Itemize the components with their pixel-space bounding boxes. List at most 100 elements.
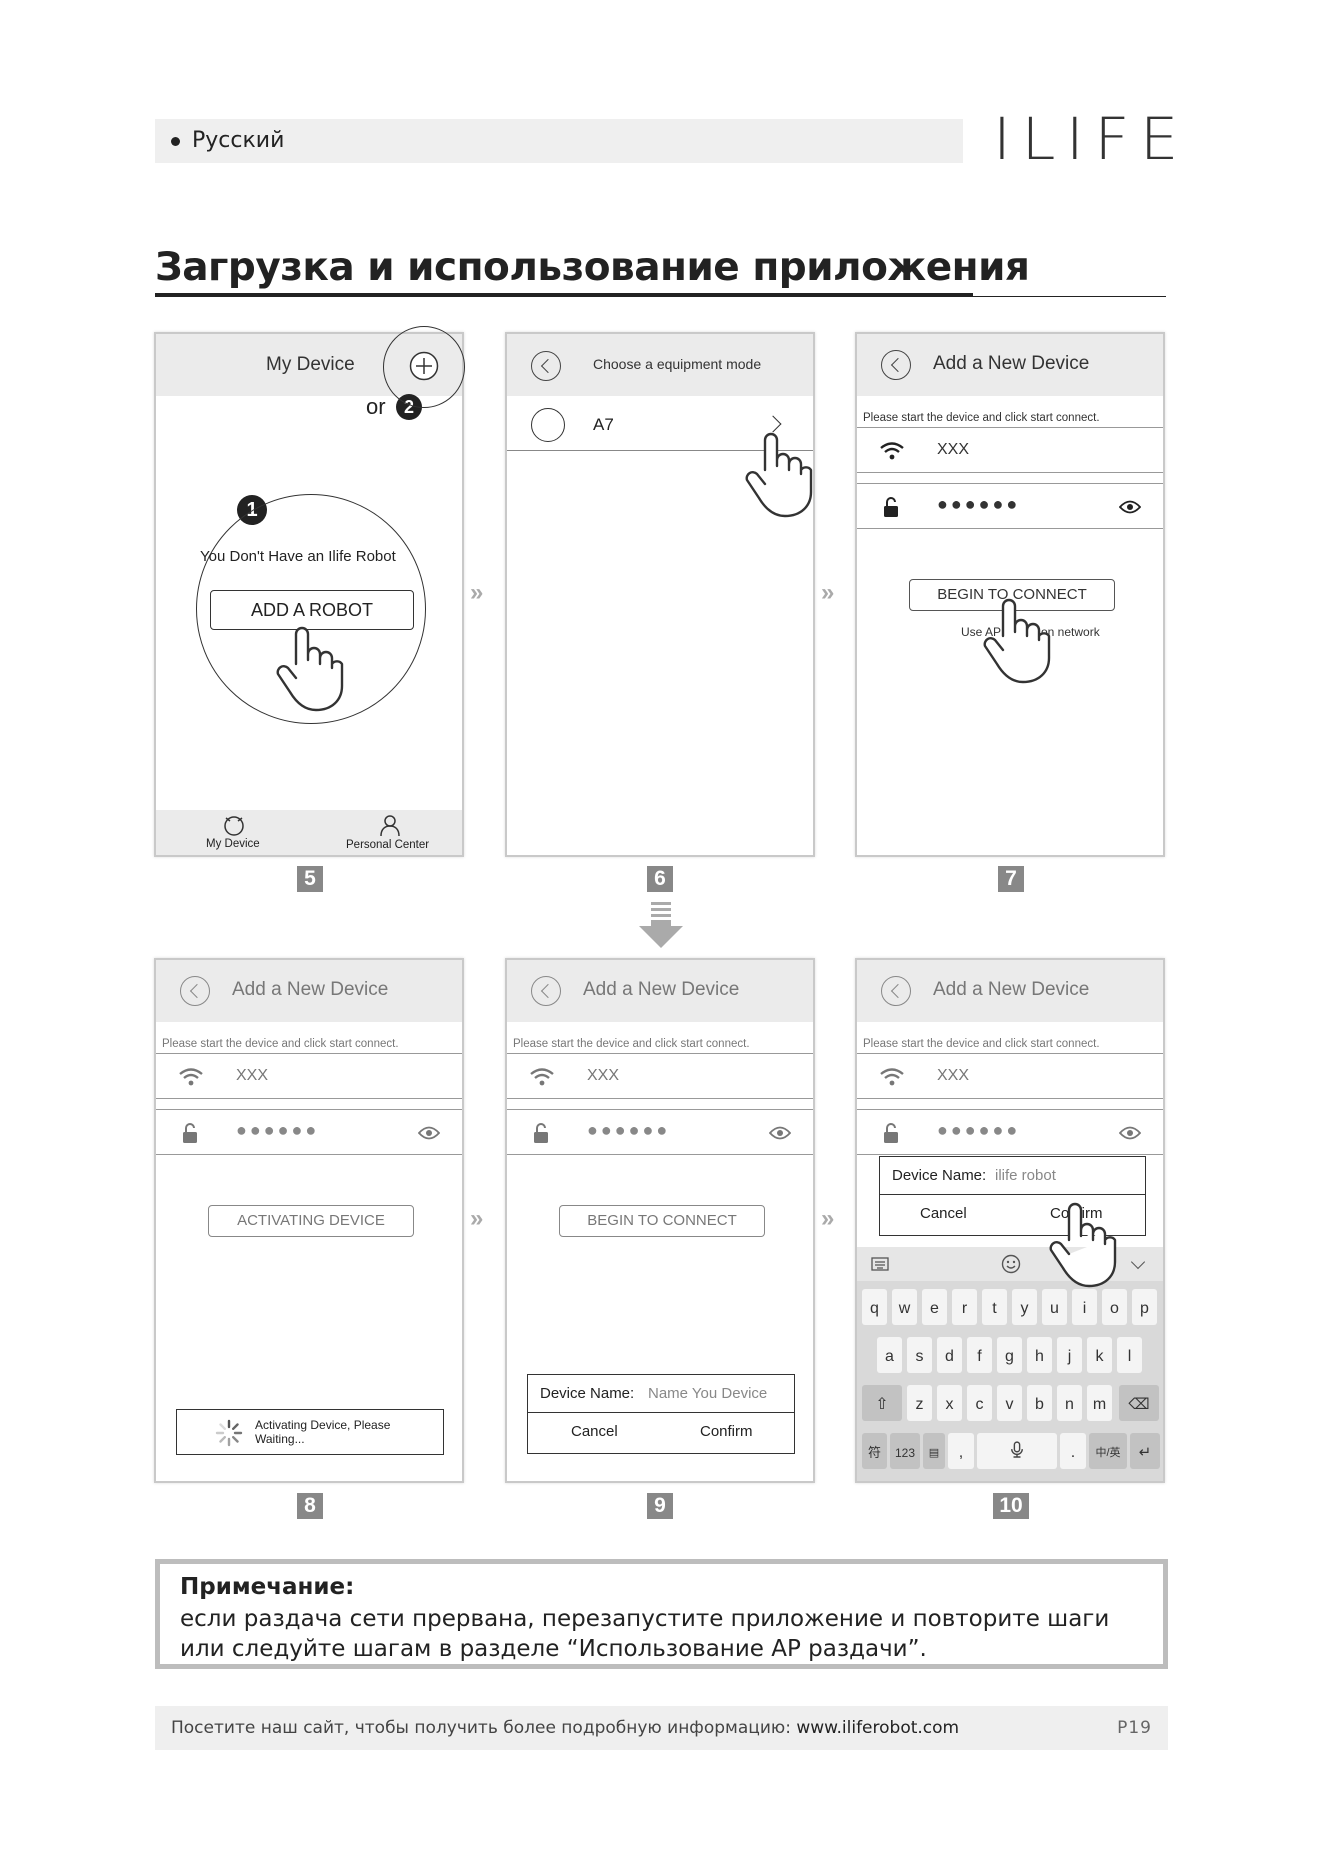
top-bar: Add a New Device — [857, 960, 1163, 1022]
key-u[interactable]: u — [1042, 1289, 1067, 1325]
lock-icon — [884, 497, 898, 517]
clipboard-key[interactable]: ▤ — [923, 1433, 945, 1469]
begin-to-connect-button[interactable]: BEGIN TO CONNECT — [559, 1205, 765, 1237]
key-y[interactable]: y — [1012, 1289, 1037, 1325]
wifi-field[interactable]: XXX — [857, 1053, 1163, 1099]
key-j[interactable]: j — [1057, 1337, 1082, 1373]
password-field[interactable]: ●●●●●● — [156, 1109, 462, 1155]
key-q[interactable]: q — [862, 1289, 887, 1325]
key-z[interactable]: z — [907, 1385, 932, 1421]
wifi-field[interactable]: XXX — [156, 1053, 462, 1099]
lock-icon — [884, 1123, 898, 1143]
key-x[interactable]: x — [937, 1385, 962, 1421]
key-m[interactable]: m — [1087, 1385, 1112, 1421]
wifi-icon — [880, 442, 904, 460]
tap-hand-icon — [1049, 1202, 1117, 1288]
password-value: ●●●●●● — [937, 494, 1021, 514]
title-underline — [155, 293, 973, 297]
key-n[interactable]: n — [1057, 1385, 1082, 1421]
symbols-key[interactable]: 符 — [862, 1433, 887, 1469]
top-bar: Add a New Device — [156, 960, 462, 1022]
add-device-plus-icon[interactable] — [409, 351, 439, 381]
eye-icon[interactable] — [769, 1126, 791, 1140]
space-key[interactable] — [977, 1433, 1057, 1469]
robot-icon[interactable] — [222, 813, 246, 837]
tab-my-device[interactable]: My Device — [206, 838, 260, 850]
key-p[interactable]: p — [1132, 1289, 1157, 1325]
device-model: A7 — [593, 415, 614, 434]
device-name-input[interactable]: Name You Device — [648, 1385, 768, 1402]
tab-personal-center[interactable]: Personal Center — [346, 839, 430, 851]
key-o[interactable]: o — [1102, 1289, 1127, 1325]
device-name-label: Device Name: — [540, 1385, 635, 1402]
arrow-right-icon: » — [821, 579, 835, 606]
key-i[interactable]: i — [1072, 1289, 1097, 1325]
key-f[interactable]: f — [967, 1337, 992, 1373]
chevron-down-icon[interactable] — [1130, 1254, 1146, 1270]
comma-key[interactable]: , — [948, 1433, 974, 1469]
device-name-dialog: Device Name: Name You Device Cancel Conf… — [527, 1374, 795, 1454]
add-robot-button[interactable]: ADD A ROBOT — [210, 590, 414, 630]
step-number-9: 9 — [647, 1493, 673, 1519]
emoji-icon[interactable] — [1001, 1254, 1021, 1274]
key-g[interactable]: g — [997, 1337, 1022, 1373]
device-name-row: Device Name: Name You Device — [528, 1375, 794, 1413]
wifi-field[interactable]: XXX — [857, 427, 1163, 473]
confirm-button[interactable]: Confirm — [700, 1423, 753, 1440]
key-e[interactable]: e — [922, 1289, 947, 1325]
back-icon[interactable] — [881, 976, 911, 1006]
screen-title: Choose a equipment mode — [593, 356, 762, 372]
period-key[interactable]: . — [1060, 1433, 1086, 1469]
password-field[interactable]: ●●●●●● — [507, 1109, 813, 1155]
step-number-5: 5 — [297, 866, 323, 892]
backspace-key[interactable]: ⌫ — [1119, 1385, 1159, 1421]
back-icon[interactable] — [180, 976, 210, 1006]
key-c[interactable]: c — [967, 1385, 992, 1421]
key-h[interactable]: h — [1027, 1337, 1052, 1373]
password-field[interactable]: ●●●●●● — [857, 483, 1163, 529]
key-t[interactable]: t — [982, 1289, 1007, 1325]
wifi-field[interactable]: XXX — [507, 1053, 813, 1099]
enter-key[interactable]: ↵ — [1130, 1433, 1160, 1469]
back-icon[interactable] — [531, 976, 561, 1006]
soft-keyboard: q w e r t y u i o p a s d f g h j k l ⇧ … — [857, 1247, 1163, 1481]
key-v[interactable]: v — [997, 1385, 1022, 1421]
microphone-icon — [1011, 1441, 1023, 1458]
bullet-icon — [171, 137, 180, 146]
device-name-input[interactable]: ilife robot — [995, 1167, 1056, 1184]
key-a[interactable]: a — [877, 1337, 902, 1373]
activating-device-button[interactable]: ACTIVATING DEVICE — [208, 1205, 414, 1237]
key-s[interactable]: s — [907, 1337, 932, 1373]
screen-my-device: My Device or 2 1 You Don't Have an Ilife… — [154, 332, 464, 857]
key-d[interactable]: d — [937, 1337, 962, 1373]
activating-status-line2: Waiting... — [255, 1432, 305, 1446]
eye-icon[interactable] — [1119, 500, 1141, 514]
or-label: or — [366, 394, 386, 419]
language-toggle-key[interactable]: 中/英 — [1089, 1433, 1127, 1469]
key-b[interactable]: b — [1027, 1385, 1052, 1421]
key-l[interactable]: l — [1117, 1337, 1142, 1373]
back-icon[interactable] — [531, 351, 561, 381]
cancel-button[interactable]: Cancel — [920, 1205, 967, 1222]
key-w[interactable]: w — [892, 1289, 917, 1325]
cancel-button[interactable]: Cancel — [571, 1423, 618, 1440]
screen-name-device: Add a New Device Please start the device… — [505, 958, 815, 1483]
screen-title: Add a New Device — [933, 979, 1090, 1000]
title-rule — [973, 296, 1166, 297]
numbers-key[interactable]: 123 — [890, 1433, 920, 1469]
back-icon[interactable] — [881, 350, 911, 380]
ssid-value: XXX — [937, 441, 970, 458]
shift-key[interactable]: ⇧ — [862, 1385, 902, 1421]
keyboard-icon[interactable] — [871, 1257, 889, 1271]
password-field[interactable]: ●●●●●● — [857, 1109, 1163, 1155]
note-body: если раздача сети прервана, перезапустит… — [180, 1606, 1110, 1662]
key-r[interactable]: r — [952, 1289, 977, 1325]
key-k[interactable]: k — [1087, 1337, 1112, 1373]
person-icon[interactable] — [378, 813, 402, 837]
device-name-label: Device Name: — [892, 1167, 987, 1184]
list-item-a7[interactable]: A7 — [507, 396, 813, 451]
website-link[interactable]: www.iliferobot.com — [796, 1718, 960, 1738]
eye-icon[interactable] — [418, 1126, 440, 1140]
eye-icon[interactable] — [1119, 1126, 1141, 1140]
instruction-text: Please start the device and click start … — [162, 1038, 399, 1050]
